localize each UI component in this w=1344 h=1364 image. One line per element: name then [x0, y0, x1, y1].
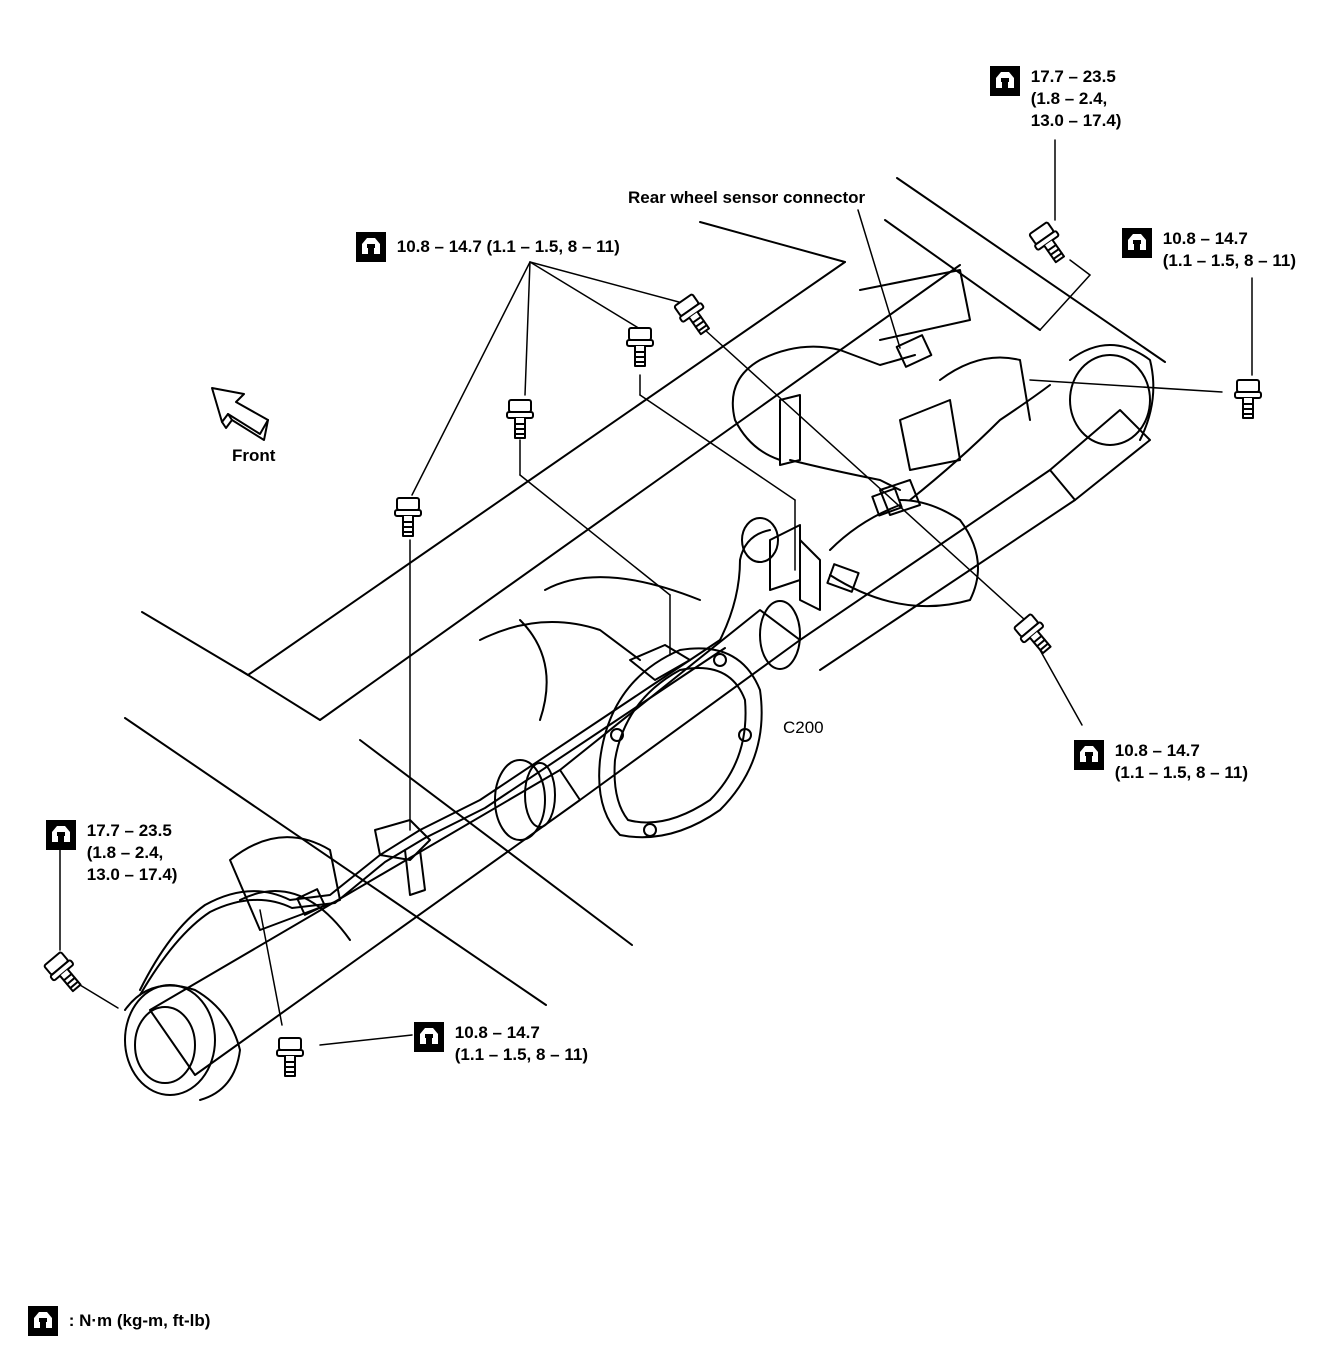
axle-housing	[124, 269, 1155, 1101]
torque-label-left: 17.7 – 23.5 (1.8 – 2.4, 13.0 – 17.4)	[46, 820, 177, 886]
torque-wrench-icon	[990, 66, 1020, 96]
sensor-harness	[139, 334, 1051, 996]
torque-wrench-icon	[356, 232, 386, 262]
brackets	[374, 394, 921, 896]
torque-wrench-icon	[28, 1306, 58, 1336]
frame-outline	[124, 177, 1166, 1006]
torque-value: 17.7 – 23.5	[86, 821, 172, 840]
bolt-icon	[1028, 221, 1066, 264]
front-arrow-icon	[211, 387, 269, 441]
torque-value-imperial: 13.0 – 17.4)	[1030, 111, 1122, 130]
torque-value: 10.8 – 14.7	[1114, 741, 1200, 760]
torque-label-top-right: 17.7 – 23.5 (1.8 – 2.4, 13.0 – 17.4)	[990, 66, 1121, 132]
torque-value-units: (1.1 – 1.5, 8 – 11)	[454, 1045, 588, 1064]
bolt-icon	[506, 399, 534, 439]
bolt-icon	[1013, 613, 1052, 655]
torque-label-bottom: 10.8 – 14.7 (1.1 – 1.5, 8 – 11)	[414, 1022, 588, 1066]
torque-value: 10.8 – 14.7	[1162, 229, 1248, 248]
torque-value-metric: (1.8 – 2.4,	[86, 843, 164, 862]
torque-value: 10.8 – 14.7 (1.1 – 1.5, 8 – 11)	[396, 237, 620, 256]
bolt-icon	[1234, 379, 1262, 419]
torque-value-metric: (1.8 – 2.4,	[1030, 89, 1108, 108]
torque-wrench-icon	[1122, 228, 1152, 258]
part-code-label: C200	[783, 718, 824, 737]
torque-wrench-icon	[46, 820, 76, 850]
front-label: Front	[232, 446, 276, 465]
torque-wrench-icon	[1074, 740, 1104, 770]
torque-label-right: 10.8 – 14.7 (1.1 – 1.5, 8 – 11)	[1122, 228, 1296, 272]
torque-wrench-icon	[414, 1022, 444, 1052]
rear-wheel-sensor-connector-label: Rear wheel sensor connector	[628, 188, 866, 207]
bolt-icon	[276, 1037, 304, 1077]
bolts-group	[43, 221, 1262, 1077]
torque-value-units: (1.1 – 1.5, 8 – 11)	[1162, 251, 1296, 270]
torque-value-units: (1.1 – 1.5, 8 – 11)	[1114, 763, 1248, 782]
torque-value: 10.8 – 14.7	[454, 1023, 540, 1042]
leader-lines	[59, 139, 1253, 1046]
legend: : N·m (kg-m, ft-lb)	[28, 1306, 210, 1336]
torque-label-mid-right: 10.8 – 14.7 (1.1 – 1.5, 8 – 11)	[1074, 740, 1248, 784]
legend-units: : N·m (kg-m, ft-lb)	[68, 1311, 211, 1330]
torque-value-imperial: 13.0 – 17.4)	[86, 865, 178, 884]
bolt-icon	[43, 951, 82, 993]
torque-value: 17.7 – 23.5	[1030, 67, 1116, 86]
bolt-icon	[394, 497, 422, 537]
bolt-icon	[626, 327, 654, 367]
bolt-icon	[673, 293, 711, 336]
torque-label-top-center: 10.8 – 14.7 (1.1 – 1.5, 8 – 11)	[356, 232, 620, 262]
